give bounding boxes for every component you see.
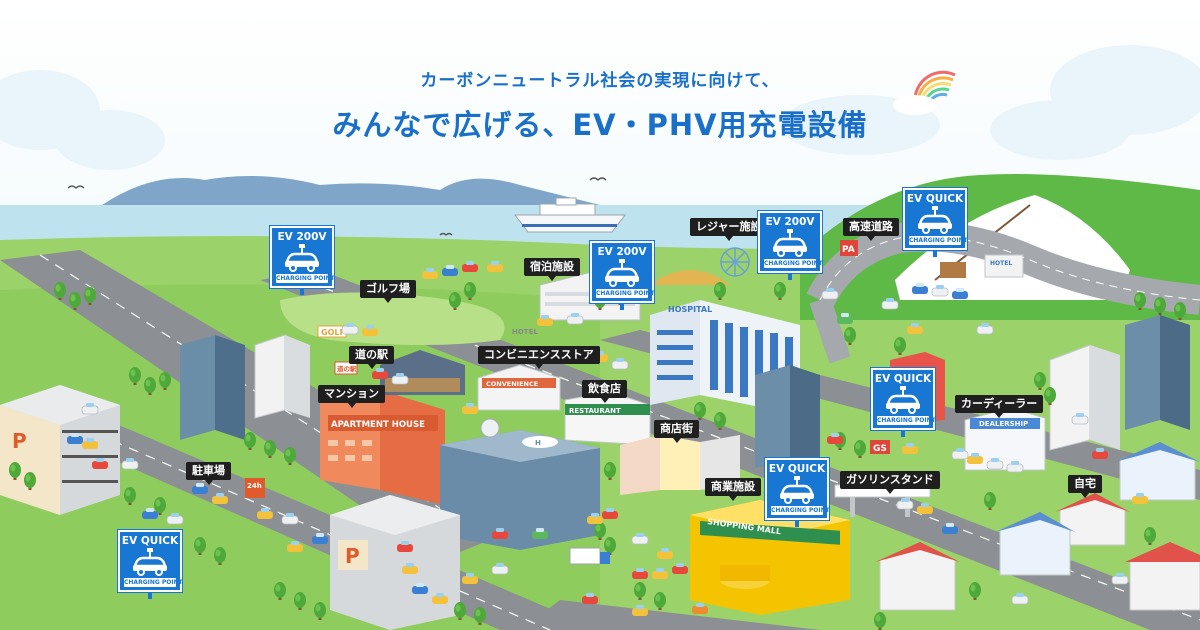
hospital-building: HOSPITAL [650,300,800,415]
label-roadside-station: 道の駅 [349,346,394,369]
hospital-sign: HOSPITAL [668,305,712,314]
label-gas-station: ガソリンスタンド [840,471,940,494]
label-parking: 駐車場 [186,462,231,485]
label-convenience-store: コンビニエンスストア [478,346,600,369]
label-dealer: カーディーラー [955,395,1044,418]
pa-sign: PA [842,245,855,255]
ev-charging-car-icon [918,206,952,234]
ev-charging-car-icon [133,548,167,576]
gray-tower-right [1125,315,1190,430]
houses [875,442,1200,611]
hotel-mountain-sign: HOTEL [990,260,1012,267]
michinoeki-sign: 道の駅 [337,364,357,373]
ferris-wheel-icon [720,247,750,277]
label-lodging: 宿泊施設 [524,258,580,281]
label-golf: ゴルフ場 [360,280,416,303]
white-building [254,334,310,419]
gray-tower-mid [755,365,820,468]
ev-charging-car-icon [780,476,814,504]
label-highway: 高速道路 [843,218,899,241]
restaurant-sign: RESTAURANT [569,407,621,415]
label-leisure: レジャー施設 [690,218,768,241]
label-mansion: マンション [318,385,385,408]
ev-charging-car-icon [773,229,807,257]
convenience-store-building: CONVENIENCE [477,364,561,411]
label-shopping-street: 商店街 [654,420,699,443]
shopping-street [620,435,740,495]
parking-24h-sign: 24h [247,482,262,490]
golf-sign: GOLF [321,328,345,337]
page-title: みんなで広げる、EV・PHV用充電設備 [332,108,868,142]
white-tower-right [1049,344,1120,451]
office-building-center: H [440,418,600,550]
dealership-sign: DEALERSHIP [979,420,1028,428]
restaurant-building: RESTAURANT [564,391,651,446]
sign-evquick-commercial: EV QUICK CHARGING POINT [765,458,830,527]
sign-evquick-parking: EV QUICK CHARGING POINT [118,530,183,599]
label-commercial: 商業施設 [705,478,761,501]
label-home: 自宅 [1068,475,1102,498]
gs-sign: GS [873,444,887,454]
sign-evquick-highway: EV QUICK CHARGING POINT [903,188,968,257]
svg-text:H: H [535,439,541,447]
ship-icon [513,197,627,233]
parking-p-bottom: P [345,544,360,568]
apartment-building: APARTMENT HOUSE [320,390,445,505]
convenience-sign: CONVENIENCE [486,380,538,388]
sign-ev200v-leisure: EV 200V CHARGING POINT [758,211,823,280]
sign-evquick-dealer: EV QUICK CHARGING POINT [871,368,936,437]
parking-garage-bottom: P [330,495,460,630]
parking-p-left: P [12,429,27,453]
ev-charging-car-icon [285,244,319,272]
cloud-icon [0,45,1200,170]
ev-charging-car-icon [605,259,639,287]
parking-garage-left: P [0,385,120,515]
page-subtitle: カーボンニュートラル社会の実現に向けて、 [420,71,780,91]
hotel-sign: HOTEL [512,328,538,336]
office-tower-left [180,335,245,440]
sign-ev200v-hotel: EV 200V CHARGING POINT [590,241,655,310]
ev-charging-car-icon [886,386,920,414]
delivery-truck [569,547,610,565]
label-restaurant: 飲食店 [582,380,627,403]
apartment-sign: APARTMENT HOUSE [331,420,425,430]
sign-ev200v-golf: EV 200V CHARGING POINT [270,226,335,295]
